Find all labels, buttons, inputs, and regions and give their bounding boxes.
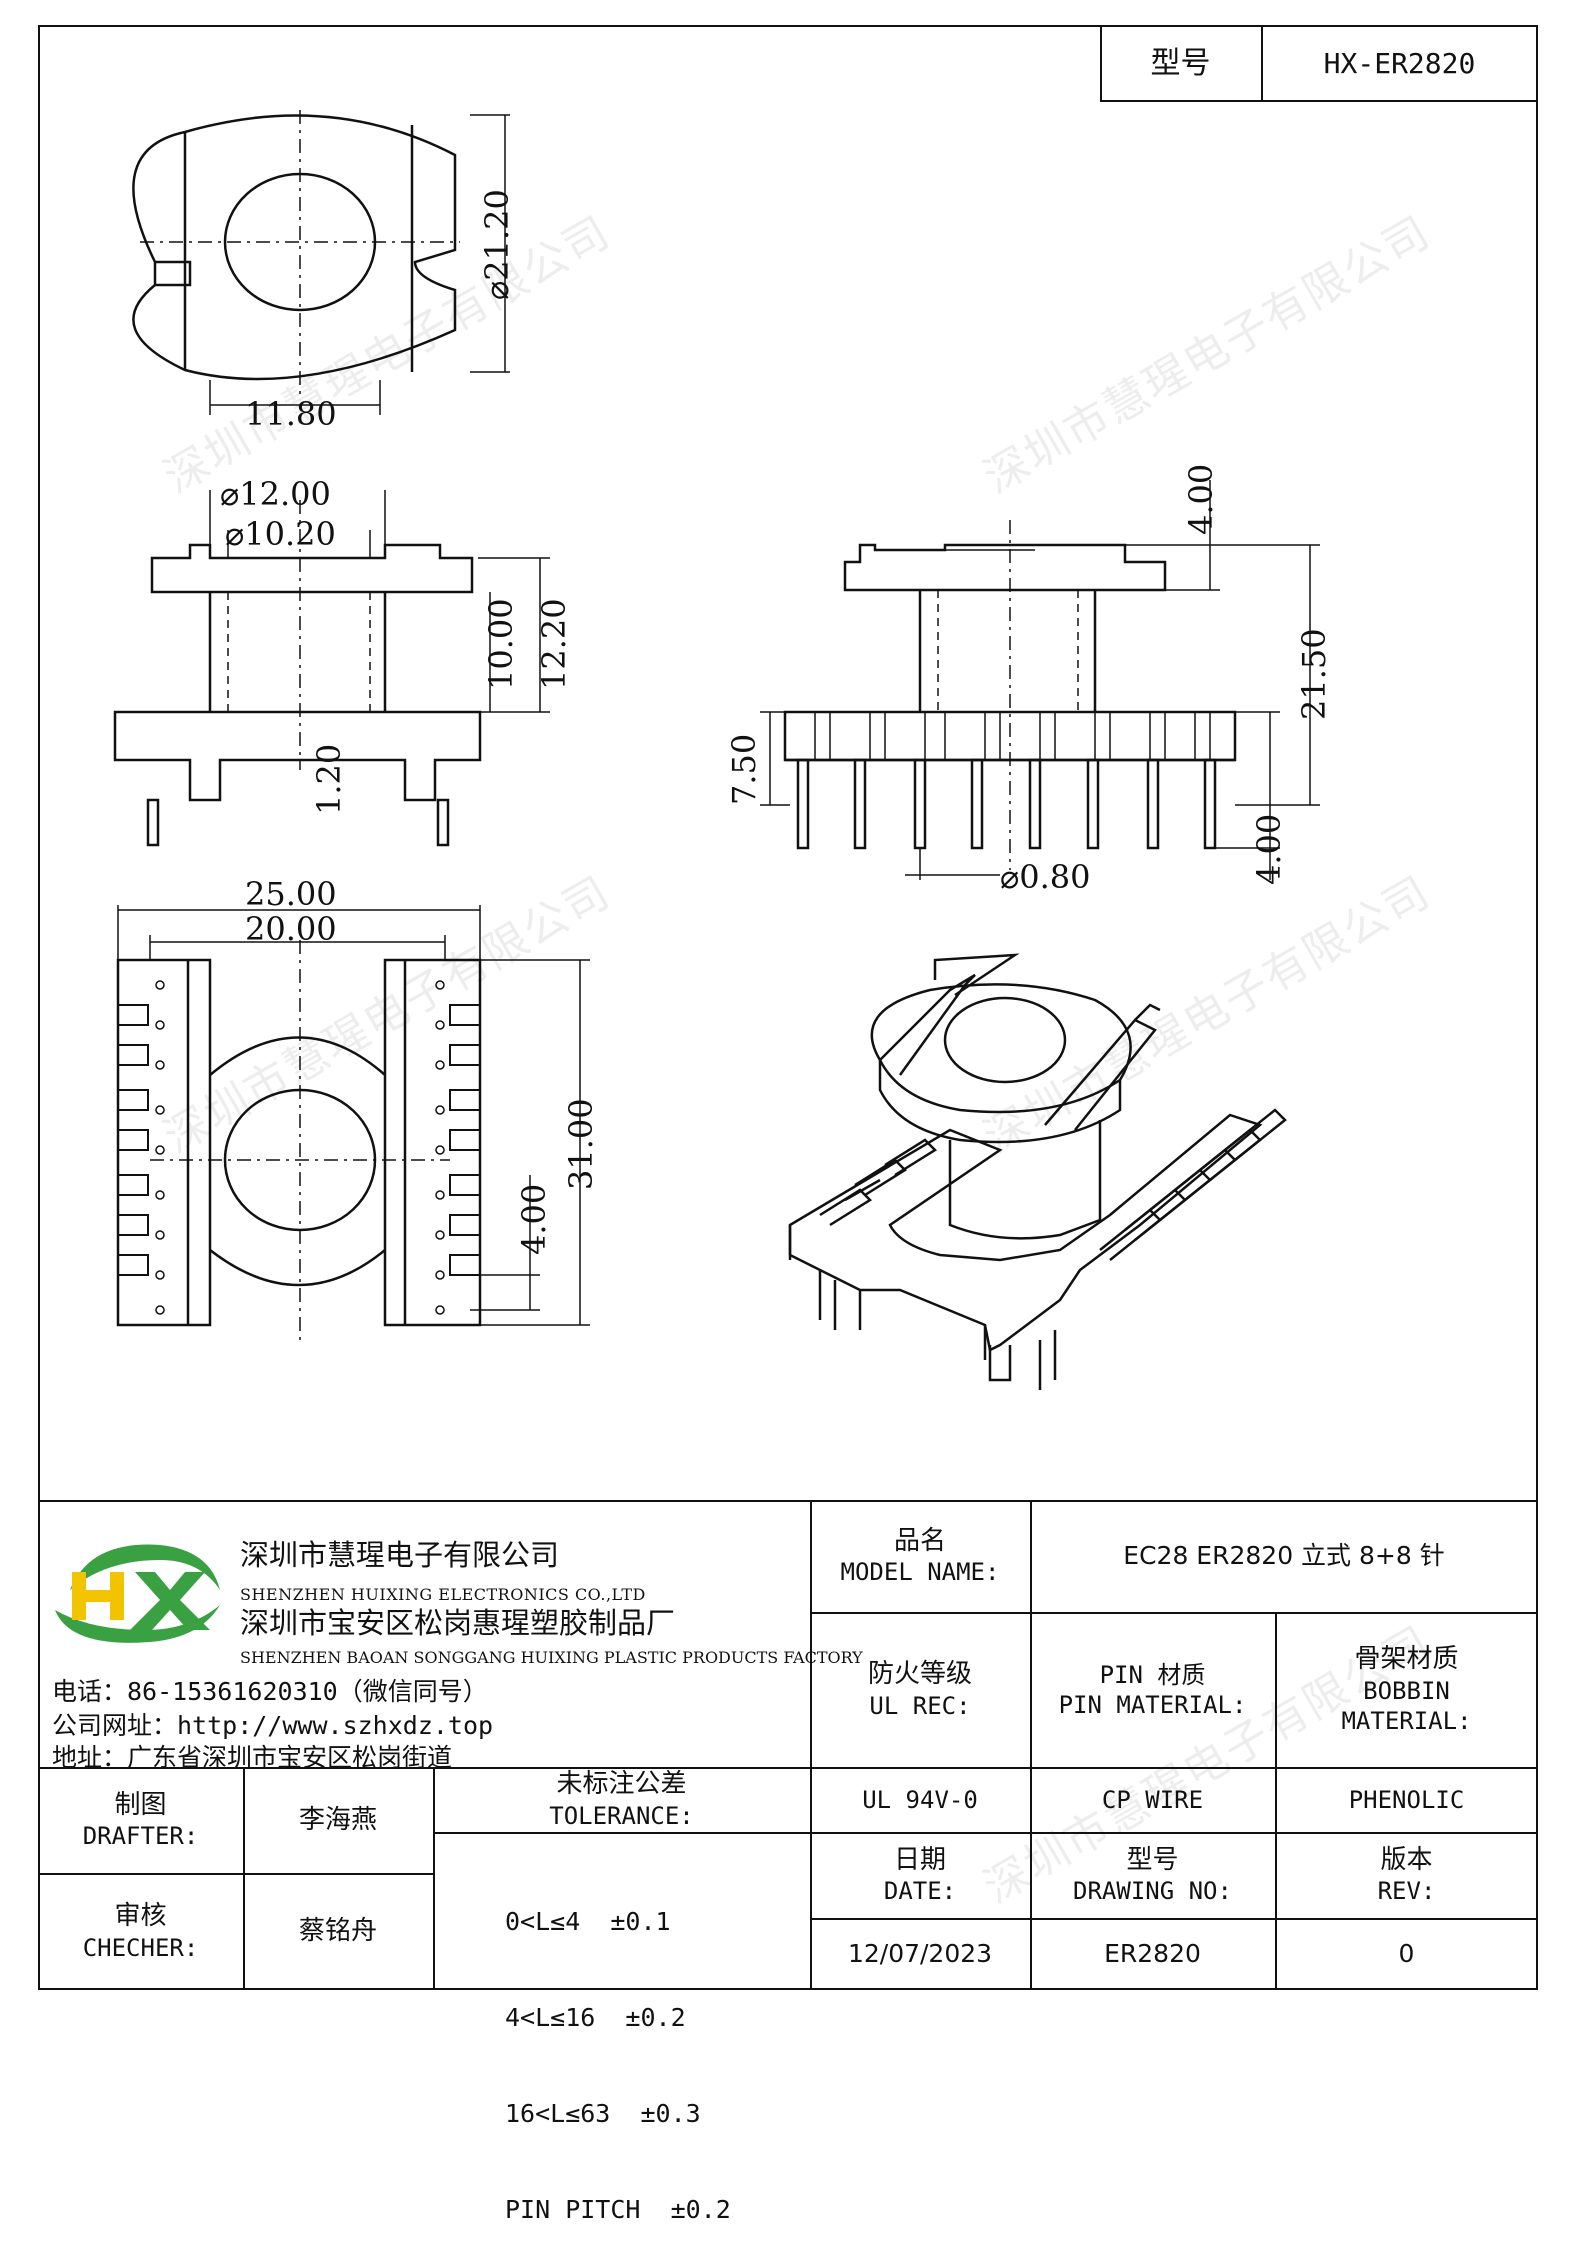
grid-line xyxy=(810,1832,1538,1834)
tolerance-row: 0<L≤4 ±0.1 xyxy=(505,1907,671,1936)
factory-name-en: SHENZHEN BAOAN SONGGANG HUIXING PLASTIC … xyxy=(240,1648,863,1667)
tolerance-row: PIN PITCH ±0.2 xyxy=(505,2195,731,2224)
company-phone: 电话：86-15361620310（微信同号） xyxy=(52,1677,488,1706)
grid-line xyxy=(433,1767,435,1990)
dim-top-outer-dia: ⌀21.20 xyxy=(478,189,516,300)
dim-bottom-width-outer: 25.00 xyxy=(245,875,337,913)
model-box-divider xyxy=(1261,25,1263,102)
grid-line xyxy=(810,1500,812,1990)
front-view xyxy=(760,480,1320,880)
checker-name: 蔡铭舟 xyxy=(298,1916,377,1947)
tolerance-row: 4<L≤16 ±0.2 xyxy=(505,2003,686,2032)
grid-line xyxy=(433,1832,810,1834)
grid-line xyxy=(1275,1612,1277,1990)
company-name-cn: 深圳市慧瑆电子有限公司 xyxy=(240,1538,560,1572)
model-name-label: 品名 MODEL NAME: xyxy=(840,1525,1000,1587)
rev-value: 0 xyxy=(1398,1939,1415,1969)
tolerance-row: 16<L≤63 ±0.3 xyxy=(505,2099,701,2128)
model-box xyxy=(1100,25,1538,102)
dim-bottom-pitch: 4.00 xyxy=(515,1184,553,1255)
company-website[interactable]: 公司网址：http://www.szhxdz.top xyxy=(52,1711,494,1740)
date-label: 日期 DATE: xyxy=(883,1844,957,1906)
company-logo xyxy=(55,1544,220,1643)
ul-value: UL 94V-0 xyxy=(862,1785,978,1814)
dim-side-dia-a: ⌀12.00 xyxy=(220,475,331,513)
drawing-no-value: ER2820 xyxy=(1104,1939,1201,1969)
dim-front-pin: 4.00 xyxy=(1250,814,1288,885)
grid-line xyxy=(810,1918,1538,1920)
dim-side-dia-b: ⌀10.20 xyxy=(225,515,336,553)
drawing-no-label: 型号 DRAWING NO: xyxy=(1073,1844,1232,1906)
grid-line xyxy=(1030,1500,1032,1990)
tolerance-table: 0<L≤4 ±0.1 4<L≤16 ±0.2 16<L≤63 ±0.3 PIN … xyxy=(505,1842,731,2258)
dim-side-base: 1.20 xyxy=(310,744,348,815)
checker-label: 审核 CHECHER: xyxy=(82,1901,199,1962)
top-view xyxy=(132,110,510,415)
dim-top-width: 11.80 xyxy=(245,395,337,433)
tolerance-label: 未标注公差 TOLERANCE: xyxy=(549,1769,694,1830)
side-view xyxy=(113,490,550,847)
bobbin-material-value: PHENOLIC xyxy=(1348,1785,1465,1814)
date-value: 12/07/2023 xyxy=(847,1939,993,1969)
drafter-label: 制图 DRAFTER: xyxy=(82,1789,199,1851)
dim-side-h1: 10.00 xyxy=(482,598,520,690)
model-label: 型号 xyxy=(1150,45,1211,81)
dim-front-pin-dia: ⌀0.80 xyxy=(1000,858,1091,896)
technical-drawing: ⌀21.20 11.80 ⌀12.00 ⌀10.20 10.00 12.20 1… xyxy=(113,110,1333,1390)
ul-label: 防火等级 UL REC: xyxy=(867,1659,972,1720)
dim-side-h2: 12.20 xyxy=(535,598,573,690)
model-name-value: EC28 ER2820 立式 8+8 针 xyxy=(1123,1541,1445,1571)
dim-bottom-length: 31.00 xyxy=(562,1098,600,1190)
bottom-view xyxy=(116,905,590,1345)
dim-front-top: 4.00 xyxy=(1182,464,1220,535)
title-block-top-line xyxy=(38,1500,1538,1502)
company-name-en: SHENZHEN HUIXING ELECTRONICS CO.,LTD xyxy=(240,1585,646,1604)
grid-line xyxy=(38,1767,1538,1769)
isometric-view xyxy=(788,953,1287,1390)
grid-line xyxy=(810,1612,1538,1614)
pin-material-value: CP WIRE xyxy=(1101,1785,1204,1814)
factory-name-cn: 深圳市宝安区松岗惠瑆塑胶制品厂 xyxy=(240,1606,676,1640)
pin-material-label: PIN 材质 PIN MATERIAL: xyxy=(1058,1660,1247,1719)
rev-label: 版本 REV: xyxy=(1377,1844,1436,1906)
grid-line xyxy=(38,1873,433,1875)
drawing-frame xyxy=(38,25,1538,1990)
drafter-name: 李海燕 xyxy=(298,1804,377,1835)
grid-line xyxy=(243,1767,245,1990)
dim-front-total: 21.50 xyxy=(1295,628,1333,720)
dim-front-base: 7.50 xyxy=(725,734,763,805)
bobbin-material-label: 骨架材质 BOBBIN MATERIAL: xyxy=(1341,1644,1472,1735)
model-value: HX-ER2820 xyxy=(1323,47,1476,80)
dim-bottom-width-inner: 20.00 xyxy=(245,910,337,948)
